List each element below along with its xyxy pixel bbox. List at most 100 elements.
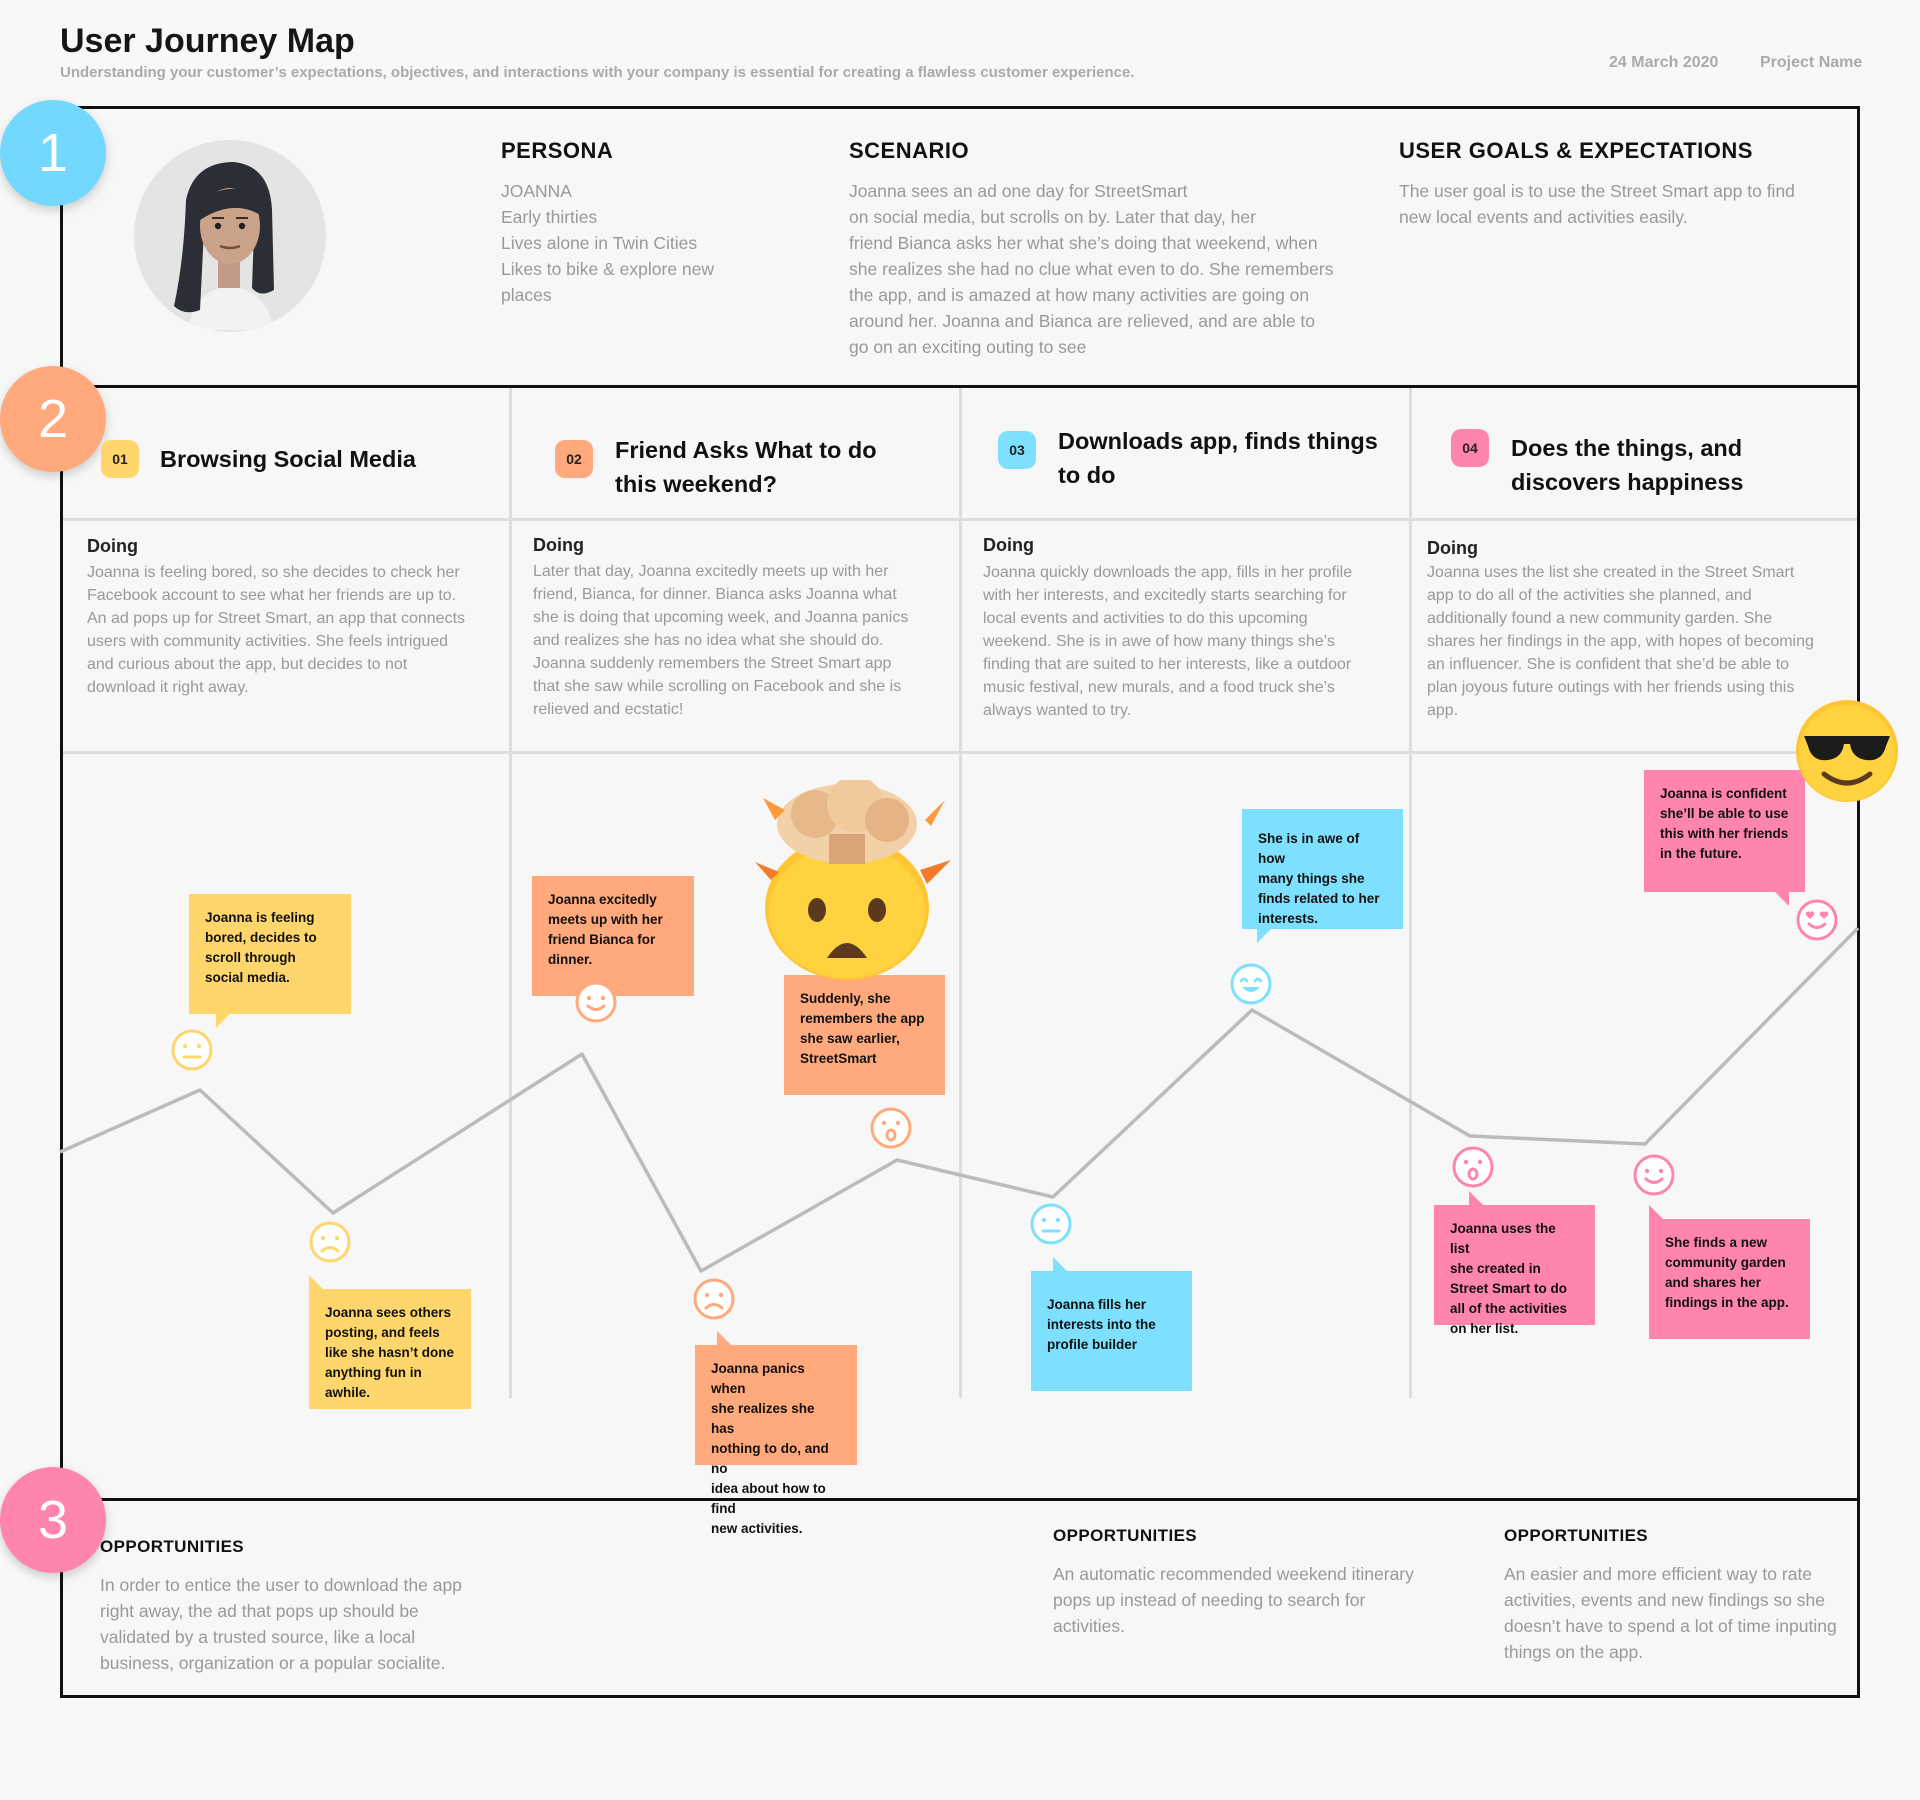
- note-line: Suddenly, she: [800, 991, 891, 1006]
- doing-line: an influencer. She is confident that she…: [1427, 656, 1790, 673]
- opportunities-heading-3: OPPORTUNITIES: [1504, 1526, 1649, 1545]
- note-line: profile builder: [1047, 1337, 1138, 1352]
- doing-line: weekend. She is in awe of how many thing…: [983, 633, 1335, 650]
- note-line: like she hasn’t done: [325, 1345, 455, 1360]
- doing-line: app.: [1427, 702, 1459, 719]
- section-number-2: 2: [0, 366, 106, 472]
- note-line: meets up with her: [548, 912, 663, 927]
- opportunities-heading-2: OPPORTUNITIES: [1053, 1526, 1198, 1545]
- doing-line: Joanna suddenly remembers the Street Sma…: [533, 655, 892, 672]
- opportunities-text-2: An automatic recommended weekend itinera…: [1053, 1561, 1473, 1639]
- sticky-note: Joanna is feeling bored, decides to scroll…: [189, 894, 351, 1014]
- scenario-line: the app, and is amazed at how many activ…: [849, 285, 1310, 305]
- happy-face-icon: [575, 981, 617, 1023]
- doing-heading-03: Doing: [983, 535, 1034, 555]
- opp-line: right away, the ad that pops up should b…: [100, 1601, 419, 1621]
- note-line: she realizes she has: [711, 1401, 815, 1436]
- note-pointer: [717, 1331, 731, 1345]
- opp-line: things on the app.: [1504, 1642, 1644, 1662]
- note-pointer: [1775, 892, 1789, 906]
- persona-text: JOANNA Early thirties Lives alone in Twi…: [501, 178, 821, 308]
- note-line: Joanna excitedly: [548, 892, 657, 907]
- exploding-head-icon: [755, 780, 951, 980]
- doing-line: Joanna quickly downloads the app, fills …: [983, 564, 1353, 581]
- divider-opportunities: [60, 1498, 1860, 1501]
- doing-line: she is doing that upcoming week, and Joa…: [533, 609, 909, 626]
- doing-text-03: Joanna quickly downloads the app, fills …: [983, 561, 1403, 722]
- persona-line: Lives alone in Twin Cities: [501, 233, 698, 253]
- persona-heading: PERSONA: [501, 138, 614, 163]
- doing-line: Later that day, Joanna excitedly meets u…: [533, 563, 889, 580]
- sad-face-icon: [309, 1221, 351, 1263]
- note-line: all of the activities: [1450, 1301, 1568, 1316]
- section-number-3: 3: [0, 1467, 106, 1573]
- doing-line: Facebook account to see what her friends…: [87, 587, 457, 604]
- persona-line: Early thirties: [501, 207, 598, 227]
- page-subtitle: Understanding your customer’s expectatio…: [60, 64, 1135, 81]
- opp-line: An easier and more efficient way to rate: [1504, 1564, 1813, 1584]
- doing-line: An ad pops up for Street Smart, an app t…: [87, 610, 466, 627]
- note-pointer: [1649, 1205, 1663, 1219]
- stage-badge-03: 03: [998, 431, 1036, 469]
- doing-line: additionally found a new community garde…: [1427, 610, 1773, 627]
- persona-line: places: [501, 285, 552, 305]
- note-line: She is in awe of how: [1258, 831, 1360, 866]
- note-line: idea about how to find: [711, 1481, 826, 1516]
- scenario-line: go on an exciting outing to see: [849, 337, 1087, 357]
- goals-heading: USER GOALS & EXPECTATIONS: [1399, 138, 1753, 163]
- project-name-label: Project Name: [1760, 54, 1863, 71]
- doing-text-04: Joanna uses the list she created in the …: [1427, 561, 1855, 722]
- persona-avatar: [134, 140, 326, 332]
- note-line: Joanna is feeling: [205, 910, 315, 925]
- scenario-line: around her. Joanna and Bianca are reliev…: [849, 311, 1316, 331]
- opportunities-heading-1: OPPORTUNITIES: [100, 1537, 245, 1556]
- opportunities-text-3: An easier and more efficient way to rate…: [1504, 1561, 1864, 1665]
- doing-line: that she saw while scrolling on Facebook…: [533, 678, 902, 695]
- note-line: community garden: [1665, 1255, 1786, 1270]
- note-line: Joanna sees others: [325, 1305, 452, 1320]
- doing-line: plan joyous future outings with her frie…: [1427, 679, 1795, 696]
- stage-badge-04: 04: [1451, 429, 1489, 467]
- doing-line: Joanna uses the list she created in the …: [1427, 564, 1795, 581]
- note-line: interests into the: [1047, 1317, 1156, 1332]
- scenario-text: Joanna sees an ad one day for StreetSmar…: [849, 178, 1369, 360]
- note-line: scroll through: [205, 950, 296, 965]
- note-line: she created in: [1450, 1261, 1541, 1276]
- sunglasses-face-icon: [1796, 700, 1898, 802]
- doing-line: music festival, new murals, and a food t…: [983, 679, 1335, 696]
- note-line: awhile.: [325, 1385, 371, 1400]
- opp-line: validated by a trusted source, like a lo…: [100, 1627, 416, 1647]
- doing-line: and realizes she has no idea what she sh…: [533, 632, 884, 649]
- stage-title-line: Friend Asks What to do: [615, 437, 877, 463]
- doing-line: finding that are suited to her interests…: [983, 656, 1352, 673]
- note-line: Street Smart to do: [1450, 1281, 1568, 1296]
- scenario-line: she realizes she had no clue what even t…: [849, 259, 1334, 279]
- note-line: posting, and feels: [325, 1325, 440, 1340]
- note-pointer: [1257, 929, 1271, 943]
- opp-line: doesn’t have to spend a lot of time inpu…: [1504, 1616, 1837, 1636]
- stage-title-line: Downloads app, finds things: [1058, 428, 1378, 454]
- note-line: bored, decides to: [205, 930, 317, 945]
- page-title: User Journey Map: [60, 22, 355, 60]
- note-line: anything fun in: [325, 1365, 422, 1380]
- scenario-line: on social media, but scrolls on by. Late…: [849, 207, 1256, 227]
- goals-line: The user goal is to use the Street Smart…: [1399, 181, 1795, 201]
- opp-line: business, organization or a popular soci…: [100, 1653, 446, 1673]
- stage-title-04: Does the things, and discovers happiness: [1511, 431, 1744, 499]
- note-line: findings in the app.: [1665, 1295, 1789, 1310]
- note-line: Joanna panics when: [711, 1361, 805, 1396]
- doing-heading-02: Doing: [533, 535, 584, 555]
- note-line: finds related to her: [1258, 891, 1380, 906]
- doing-line: and curious about the app, but decides t…: [87, 656, 408, 673]
- note-line: new activities.: [711, 1521, 803, 1536]
- note-line: in the future.: [1660, 846, 1742, 861]
- goals-text: The user goal is to use the Street Smart…: [1399, 178, 1839, 230]
- sad-face-icon: [693, 1278, 735, 1320]
- doing-text-02: Later that day, Joanna excitedly meets u…: [533, 560, 953, 721]
